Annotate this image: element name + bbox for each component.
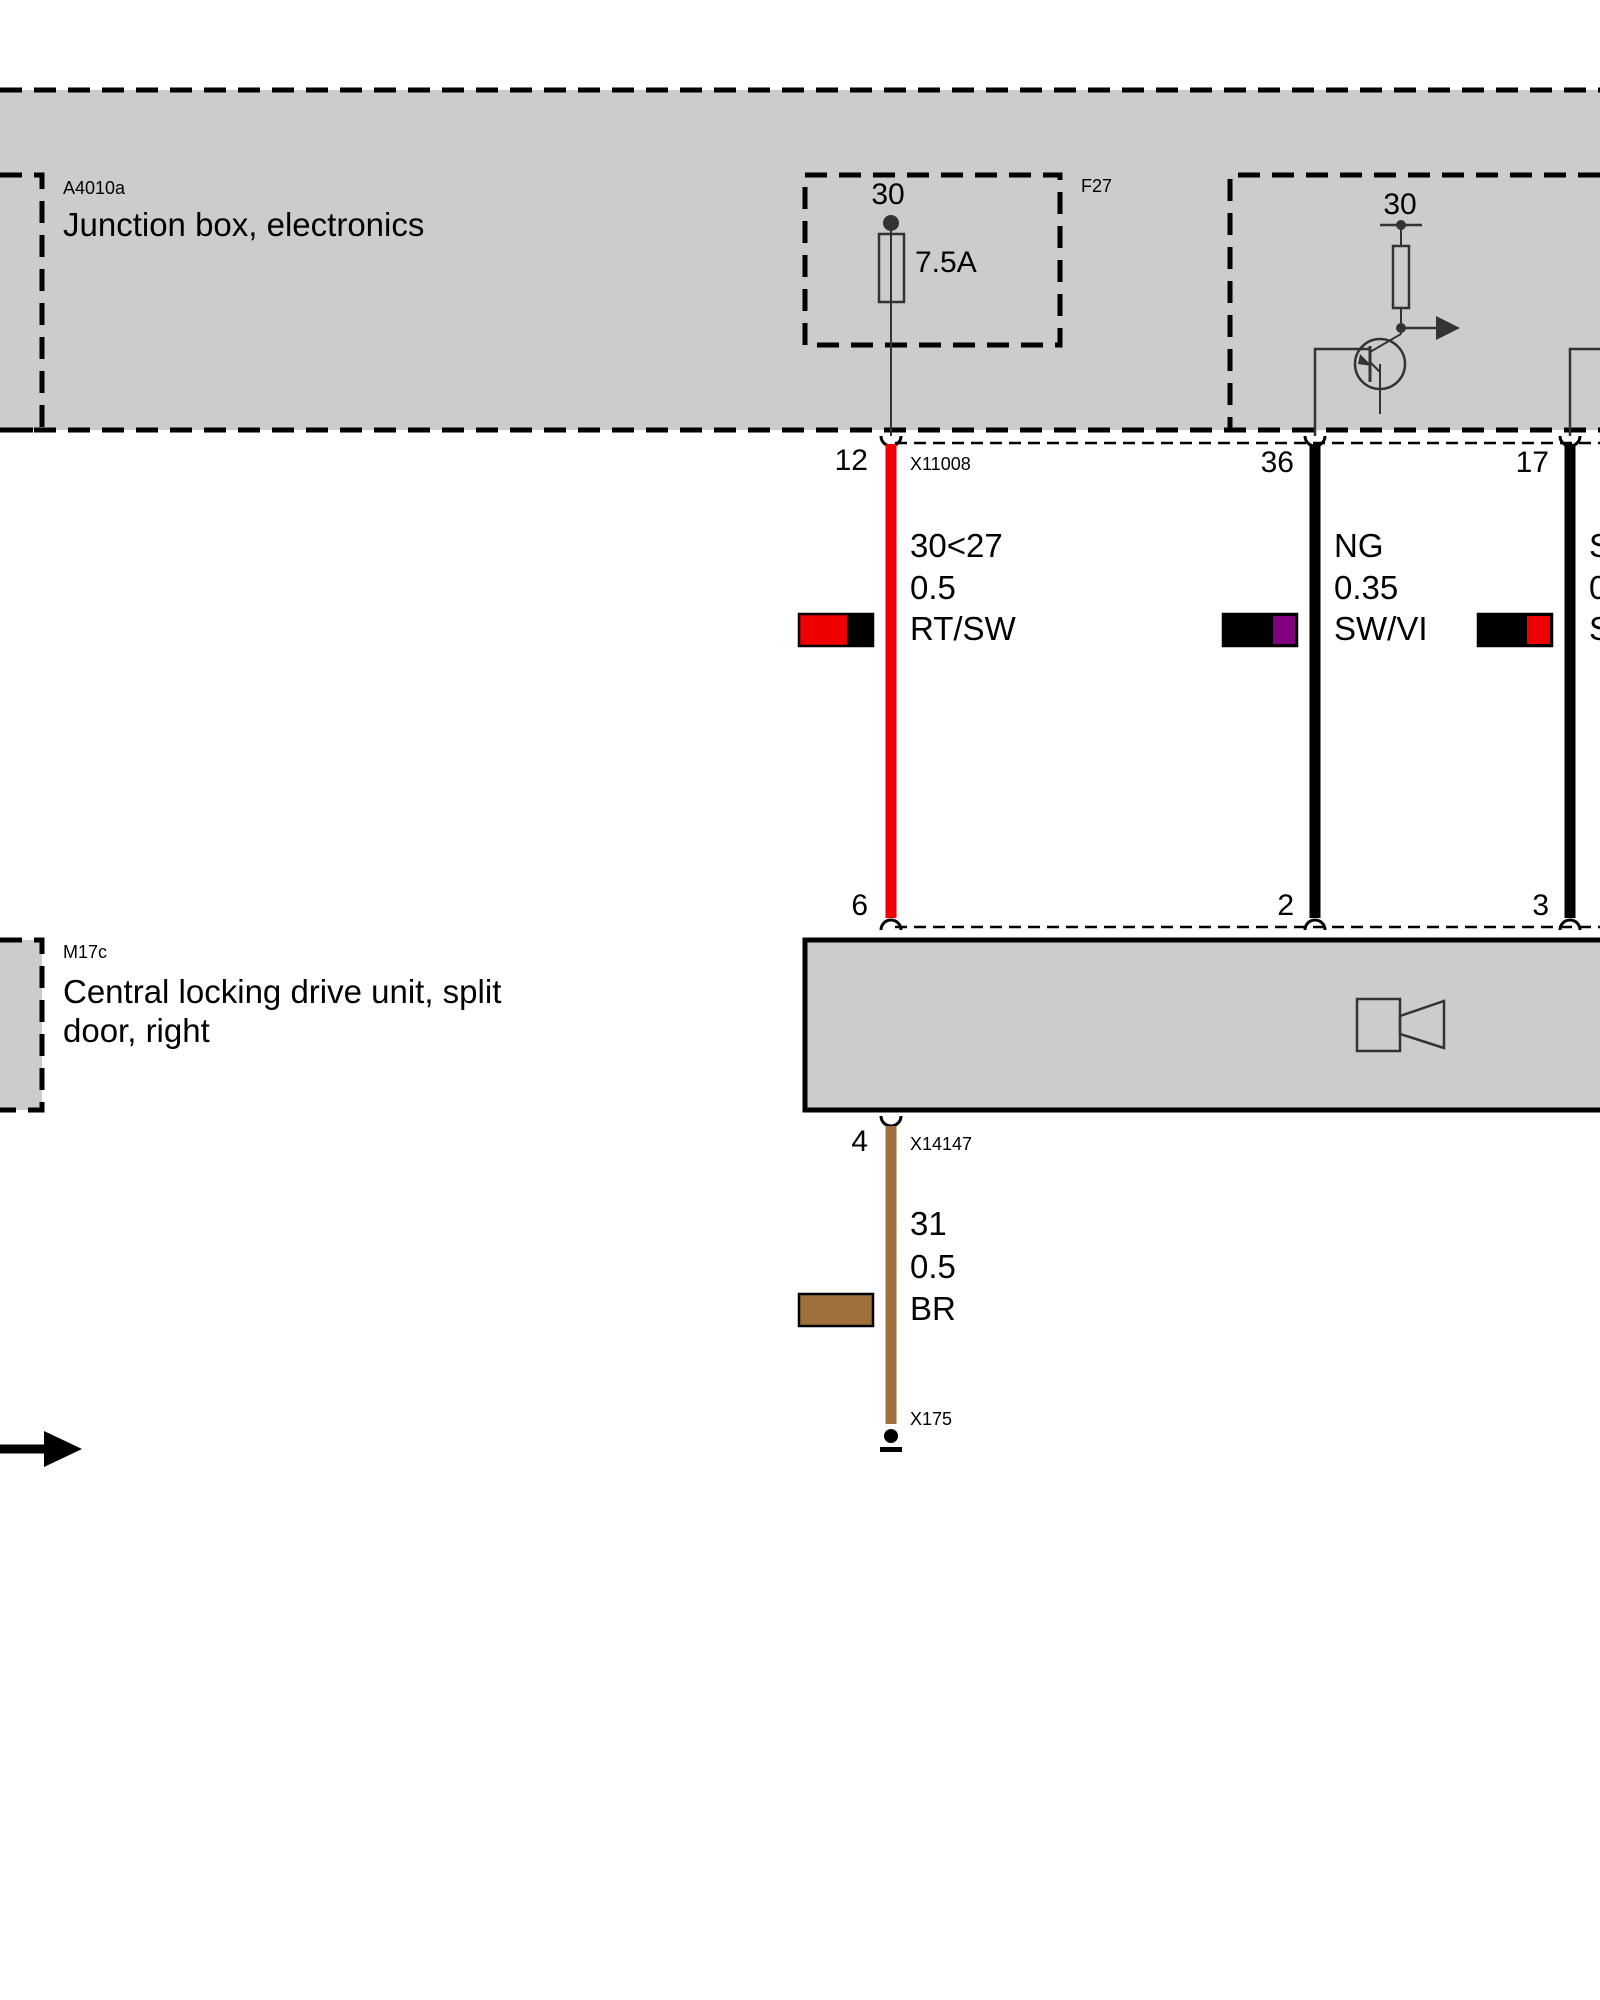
wire-1: 30<27 0.5 RT/SW (797, 444, 1017, 918)
drive-unit-id: M17c (63, 942, 107, 962)
pin-bottom-wire-2: 2 (1277, 889, 1294, 922)
wire-2-color: SW/VI (1334, 610, 1428, 647)
ground-circuit: 4 X14147 31 0.5 BR X175 (797, 1115, 972, 1452)
wire-2-signal: NG (1334, 527, 1384, 564)
pin-top-wire-1: 12 (835, 444, 868, 477)
pin-cup (879, 1115, 903, 1128)
pin-bottom-wire-3: 3 (1532, 889, 1549, 922)
drive-unit-name-line2: door, right (63, 1012, 210, 1049)
pin-top-wire-2: 36 (1261, 446, 1294, 479)
wire-2-size: 0.35 (1334, 569, 1398, 606)
junction-box-name: Junction box, electronics (63, 206, 424, 243)
connector-x11008: X11008 12 36 17 (835, 435, 1600, 479)
fuse-terminal: 30 (871, 178, 904, 211)
wire-1-size: 0.5 (910, 569, 956, 606)
color-swatch-sw-vi (1221, 612, 1299, 648)
junction-box-label-frame (0, 172, 45, 433)
drive-unit-body (802, 937, 1600, 1113)
junction-box: A4010a Junction box, electronics F27 30 … (0, 87, 1600, 436)
fuse-frame (802, 172, 1063, 348)
wire-3-size: 0 (1589, 569, 1600, 606)
wire-3-signal: S (1589, 527, 1600, 564)
pin-top-wire-3: 17 (1516, 446, 1549, 479)
junction-box-id: A4010a (63, 178, 126, 198)
color-swatch-sw-rt (1476, 612, 1554, 648)
pin-cup (879, 918, 903, 931)
fuse-f27: F27 30 7.5A (802, 172, 1112, 436)
color-swatch-rt-sw (797, 612, 875, 648)
wire-2: NG 0.35 SW/VI (1221, 444, 1428, 918)
drive-unit: M17c Central locking drive unit, split d… (0, 937, 1600, 1113)
driver-terminal: 30 (1383, 188, 1416, 221)
color-swatch-br (797, 1292, 875, 1328)
ground-color: BR (910, 1290, 956, 1327)
connector-top-id: X11008 (910, 454, 971, 474)
ground-pin: 4 (851, 1125, 868, 1158)
output-driver: 30 (1227, 172, 1600, 436)
ground-size: 0.5 (910, 1248, 956, 1285)
drive-unit-pins: 6 2 3 (851, 889, 1600, 931)
ground-point-id: X175 (910, 1409, 952, 1429)
junction-box-panel (0, 90, 1600, 430)
drive-unit-label-frame (0, 937, 45, 1113)
wire-1-color: RT/SW (910, 610, 1017, 647)
wire-3: S 0 S (1476, 444, 1600, 918)
ground-signal: 31 (910, 1205, 947, 1242)
output-arrow-icon (1436, 316, 1460, 340)
wire-1-signal: 30<27 (910, 527, 1003, 564)
ground-connector: X14147 (910, 1134, 972, 1154)
actuator-icon (1355, 997, 1446, 1053)
continuation-arrow-icon (0, 1431, 82, 1467)
pin-bottom-wire-1: 6 (851, 889, 868, 922)
drive-unit-name-line1: Central locking drive unit, split (63, 973, 501, 1010)
wire-3-color: S (1589, 610, 1600, 647)
driver-frame (1227, 172, 1600, 430)
fuse-rating: 7.5A (915, 246, 977, 279)
fuse-id: F27 (1081, 176, 1112, 196)
pin-cup (1558, 918, 1582, 931)
ground-icon (884, 1429, 898, 1443)
pin-cup (1303, 918, 1327, 931)
